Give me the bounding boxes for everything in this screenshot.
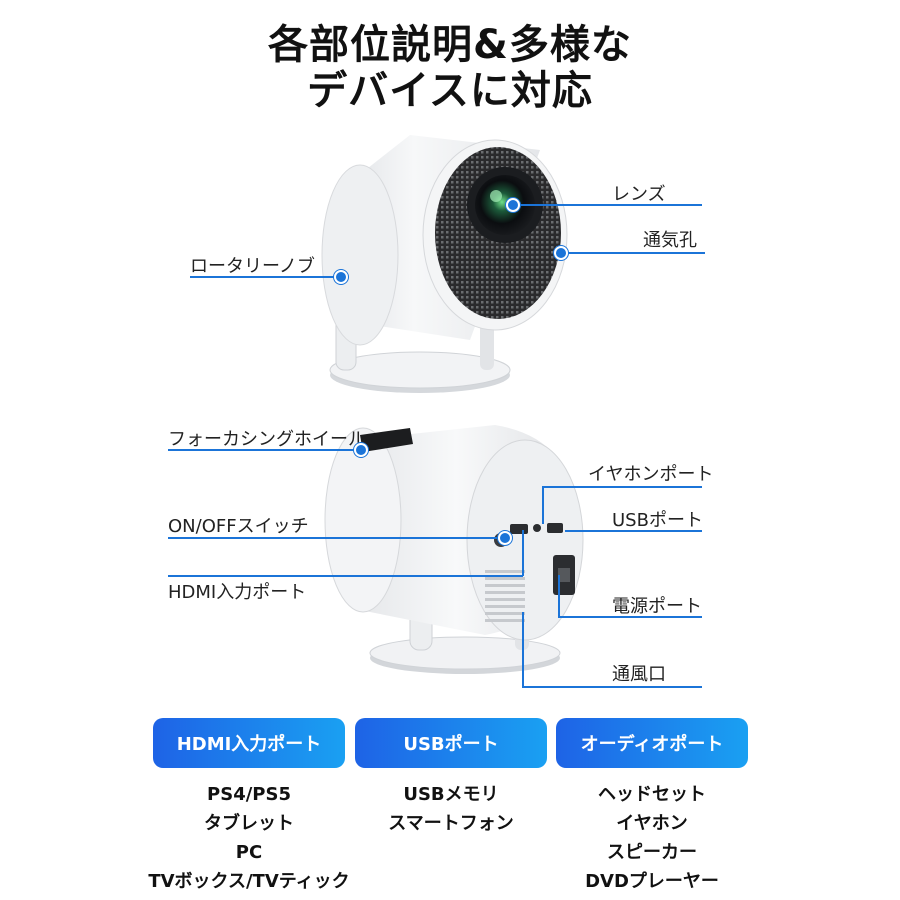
device-item: PC xyxy=(235,842,263,863)
lens-leader-line xyxy=(512,204,702,206)
earphone-port-leader-line xyxy=(542,486,702,488)
rotary-knob-leader-line xyxy=(190,276,340,278)
air-vent-leader-line xyxy=(522,686,702,688)
device-item: タブレット xyxy=(204,813,294,834)
device-item: PS4/PS5 xyxy=(207,784,291,805)
focus-wheel-leader-line xyxy=(168,449,360,451)
usb-port-leader-line xyxy=(565,530,702,532)
title-line-1: 各部位説明&多様な xyxy=(268,22,632,68)
earphone-port-leader-vertical xyxy=(542,486,544,524)
focus-wheel-marker-dot xyxy=(354,443,368,457)
title-line-2: デバイスに対応 xyxy=(307,68,593,114)
category-pill-hdmi: HDMI入力ポート xyxy=(153,718,345,768)
projector-rear-image xyxy=(324,425,584,674)
lens-marker-dot xyxy=(506,198,520,212)
device-list-hdmi: PS4/PS5 タブレット PC TVボックス/TVティック xyxy=(134,780,364,896)
rotary-knob-marker-dot xyxy=(334,270,348,284)
vent-hole-leader-line xyxy=(560,252,705,254)
power-port-leader-vertical xyxy=(558,575,560,617)
label-vent-hole: 通気孔 xyxy=(643,230,697,251)
power-switch-marker-dot xyxy=(498,531,512,545)
category-pill-audio: オーディオポート xyxy=(556,718,748,768)
projector-front-image xyxy=(321,135,568,393)
hdmi-port-leader-vertical xyxy=(522,530,524,576)
label-hdmi-port: HDMI入力ポート xyxy=(168,582,307,603)
label-power-switch: ON/OFFスイッチ xyxy=(168,516,309,537)
label-air-vent: 通風口 xyxy=(612,664,666,685)
page-title: 各部位説明&多様な デバイスに対応 xyxy=(0,22,900,114)
air-vent-leader-vertical xyxy=(522,612,524,687)
label-lens: レンズ xyxy=(612,184,666,205)
device-item: イヤホン xyxy=(616,813,688,834)
device-item: DVDプレーヤー xyxy=(585,871,719,892)
device-item: USBメモリ xyxy=(403,784,499,805)
power-port-leader-line xyxy=(558,616,702,618)
power-switch-leader-line xyxy=(168,537,504,539)
device-item: スマートフォン xyxy=(388,813,514,834)
label-earphone-port: イヤホンポート xyxy=(588,464,714,485)
device-list-usb: USBメモリ スマートフォン xyxy=(336,780,566,838)
label-focus-wheel: フォーカシングホイール xyxy=(168,429,366,450)
category-pill-usb: USBポート xyxy=(355,718,547,768)
device-item: スピーカー xyxy=(607,842,697,863)
label-usb-port: USBポート xyxy=(612,510,703,531)
hdmi-port-leader-line xyxy=(168,575,523,577)
device-item: ヘッドセット xyxy=(598,784,706,805)
label-rotary-knob: ロータリーノブ xyxy=(190,256,315,277)
vent-hole-marker-dot xyxy=(554,246,568,260)
device-item: TVボックス/TVティック xyxy=(148,871,350,892)
label-power-port: 電源ポート xyxy=(612,596,702,617)
device-list-audio: ヘッドセット イヤホン スピーカー DVDプレーヤー xyxy=(537,780,767,896)
